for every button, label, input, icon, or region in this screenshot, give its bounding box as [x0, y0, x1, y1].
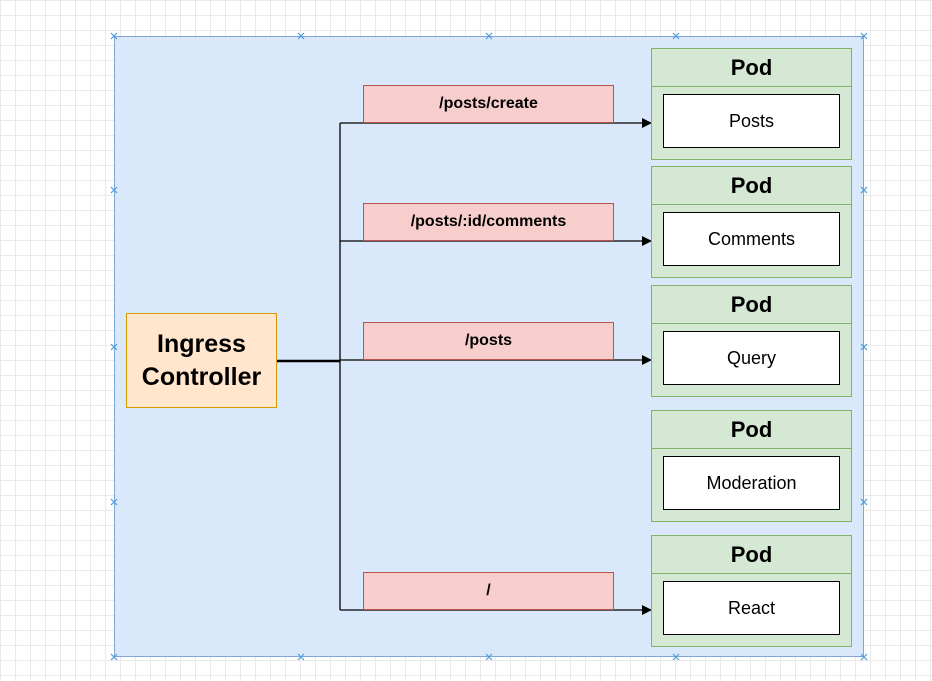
service-label: Comments — [707, 228, 796, 249]
service-react[interactable]: React — [663, 581, 840, 635]
ingress-label-line2: Controller — [141, 362, 262, 391]
service-moderation[interactable]: Moderation — [663, 456, 840, 510]
pod-title: Pod — [652, 167, 851, 205]
ingress-label-line1: Ingress — [157, 329, 246, 358]
pod-title: Pod — [652, 411, 851, 449]
ingress-controller-box[interactable]: Ingress Controller — [126, 313, 277, 408]
route-posts-id-comments[interactable]: /posts/:id/comments — [363, 203, 614, 241]
pod-title: Pod — [652, 286, 851, 324]
service-label: React — [727, 597, 776, 618]
route-label: /posts/:id/comments — [410, 213, 567, 230]
route-label: /posts/create — [439, 95, 538, 112]
service-label: Posts — [728, 110, 775, 131]
route-root[interactable]: / — [363, 572, 614, 610]
service-posts[interactable]: Posts — [663, 94, 840, 148]
service-label: Moderation — [706, 472, 797, 493]
route-label: / — [486, 582, 491, 599]
service-comments[interactable]: Comments — [663, 212, 840, 266]
route-label: /posts — [464, 332, 513, 349]
pod-title: Pod — [652, 536, 851, 574]
route-posts-create[interactable]: /posts/create — [363, 85, 614, 123]
route-posts[interactable]: /posts — [363, 322, 614, 360]
pod-title: Pod — [652, 49, 851, 87]
selection-handles — [110, 32, 868, 661]
service-label: Query — [726, 347, 777, 368]
service-query[interactable]: Query — [663, 331, 840, 385]
